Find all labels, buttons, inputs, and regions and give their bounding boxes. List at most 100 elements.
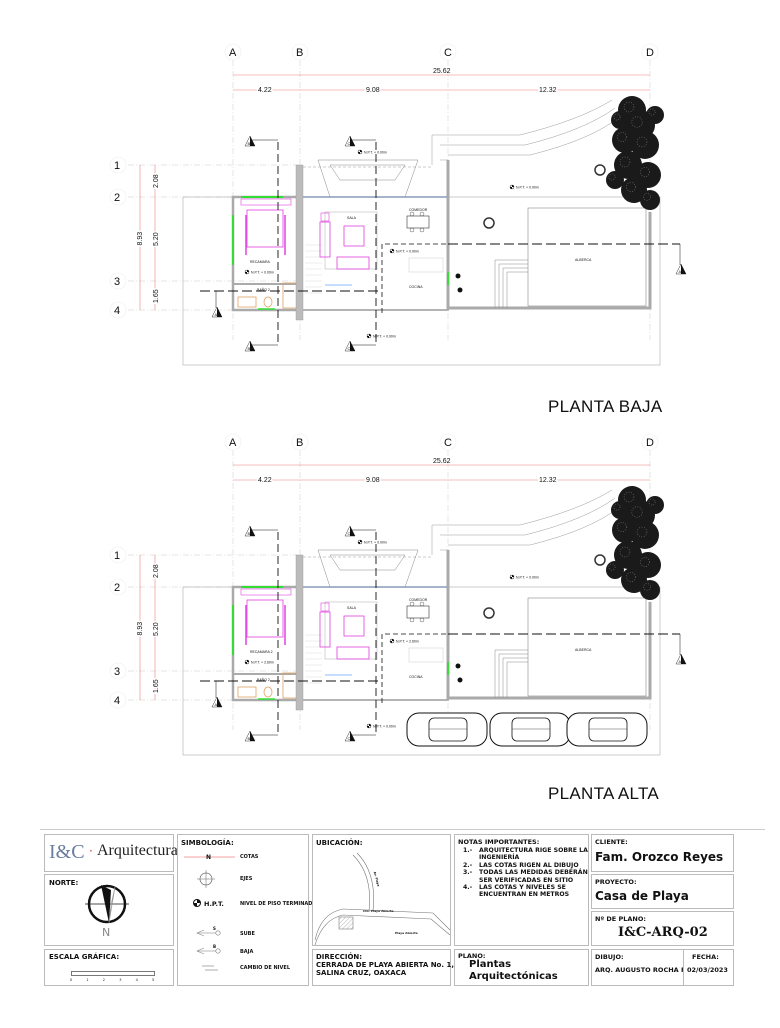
tree-texture xyxy=(626,182,636,192)
axis-bubble xyxy=(291,43,309,61)
bedroom-walls xyxy=(231,195,302,312)
level-marker-icon xyxy=(510,185,514,189)
section-line-a xyxy=(381,243,448,313)
symbol-label-up: SUBE xyxy=(240,931,255,937)
section-marker-icon xyxy=(217,307,222,317)
dimension-row: 5.20 xyxy=(153,622,160,636)
tree-texture xyxy=(619,546,631,558)
symbol-label-down: BAJA xyxy=(240,949,254,955)
structural-wall xyxy=(295,554,304,711)
stair-up-symbol-icon xyxy=(196,929,221,937)
tree-texture xyxy=(626,572,636,582)
room-label-dining: COMEDOR xyxy=(409,598,428,602)
tree-foliage xyxy=(614,541,642,569)
room-label-bath: BAÑO 2 xyxy=(257,677,270,682)
axis-label: D xyxy=(646,47,654,59)
bed xyxy=(246,209,284,248)
section-marker-icon xyxy=(681,264,686,274)
axis-label: 4 xyxy=(114,695,120,707)
tree-foliage xyxy=(631,131,659,159)
axis-bubble xyxy=(291,433,309,451)
axis-bubble xyxy=(224,43,242,61)
chair xyxy=(419,227,425,233)
address-line1: CERRADA DE PLAYA ABIERTA No. 1, xyxy=(316,961,454,969)
tree-texture xyxy=(643,193,651,201)
garden-edge xyxy=(432,99,613,136)
tree-texture xyxy=(631,506,643,518)
graphic-scale-bar xyxy=(71,971,155,976)
level-label: N.P.T. + 2.60m xyxy=(251,660,274,664)
north-label: NORTE: xyxy=(49,879,79,887)
room-label-kitchen: COCINA xyxy=(409,285,423,289)
axis-label: 3 xyxy=(114,666,120,678)
symbol-glyph-dimension: N xyxy=(206,854,212,861)
section-marker-icon xyxy=(350,526,355,536)
section-marker-label: C xyxy=(348,141,351,146)
scale-label: ESCALA GRÁFICA: xyxy=(49,953,120,961)
section-line-b xyxy=(250,529,278,736)
tree-foliage xyxy=(606,171,624,189)
room-label-dining: COMEDOR xyxy=(409,208,428,212)
axis-label: 1 xyxy=(114,550,120,562)
plan-title-upper: PLANTA ALTA xyxy=(548,784,660,803)
car-roof xyxy=(428,717,468,742)
client-box: CLIENTE: Fam. Orozco Reyes xyxy=(591,834,734,872)
axis-bubble xyxy=(641,433,659,451)
tree-texture xyxy=(613,113,621,121)
client-name: Fam. Orozco Reyes xyxy=(595,850,724,864)
dimension-column: 9.08 xyxy=(366,477,380,484)
level-label: N.P.T. + 0.00m xyxy=(396,249,419,253)
symbol-glyph-down: B xyxy=(213,944,217,949)
axis-bubble xyxy=(109,546,127,564)
pool-steps xyxy=(506,271,528,308)
axis-label: A xyxy=(229,47,237,59)
bath-vanity xyxy=(237,296,257,308)
dining-table xyxy=(406,215,430,229)
plan-number-box: Nº DE PLANO: I&C-ARQ-02 xyxy=(591,911,734,946)
axis-bubble xyxy=(641,43,659,61)
section-marker-label: A xyxy=(215,312,218,317)
chair xyxy=(409,227,415,233)
room-label-pool: ALBERCA xyxy=(575,648,592,652)
note-number: 4.- xyxy=(463,884,473,892)
note-text: LAS COTAS Y NIVELES SE ENCUENTRAN EN MET… xyxy=(479,884,570,899)
level-label: N.P.T. + 0.00m xyxy=(364,150,387,154)
section-marker-icon xyxy=(250,136,255,146)
notes-label: NOTAS IMPORTANTES: xyxy=(458,838,540,846)
level-label: N.P.T. + 0.00m xyxy=(373,724,396,728)
section-marker-icon xyxy=(681,654,686,664)
section-marker-icon xyxy=(217,697,222,707)
entry-canopy xyxy=(317,549,419,588)
tree-foliage xyxy=(631,521,659,549)
scale-tick-label: 0 xyxy=(70,978,73,982)
symbology-label: SIMBOLOGÍA: xyxy=(181,839,234,847)
level-label: N.P.T. + 0.00m xyxy=(251,270,274,274)
pool-steps xyxy=(498,653,528,698)
axis-bubble xyxy=(109,272,127,290)
sheet-name-line2: Arquitectónicas xyxy=(469,971,558,982)
car-icon xyxy=(566,712,648,747)
tree-texture xyxy=(640,167,650,177)
north-letter: N xyxy=(102,926,111,939)
pool-steps xyxy=(494,259,528,308)
chair xyxy=(419,617,425,623)
chair xyxy=(409,617,415,623)
tree-foliage xyxy=(621,567,647,593)
note-item: 3.-TODAS LAS MEDIDAS DEBERÁN SER VERIFIC… xyxy=(461,869,588,884)
sofa xyxy=(319,221,331,258)
level-marker-icon xyxy=(245,270,249,274)
dimension-total-depth: 8.93 xyxy=(137,232,144,246)
sheet-name-line1: Plantas xyxy=(469,959,512,970)
sheet-label: PLANO: xyxy=(458,952,486,960)
section-line-b xyxy=(250,139,278,346)
tree-foliage xyxy=(646,496,664,514)
dimension-column: 12.32 xyxy=(539,477,557,484)
tree-foliage xyxy=(621,177,647,203)
level-marker-icon xyxy=(367,724,371,728)
tree-texture xyxy=(623,101,635,113)
note-item: 2.-LAS COTAS RIGEN AL DIBUJO xyxy=(461,862,588,869)
palm-tree-icon xyxy=(483,217,495,229)
logo-separator: · xyxy=(89,844,93,858)
symbol-glyph-level: H.P.T. xyxy=(204,900,224,908)
